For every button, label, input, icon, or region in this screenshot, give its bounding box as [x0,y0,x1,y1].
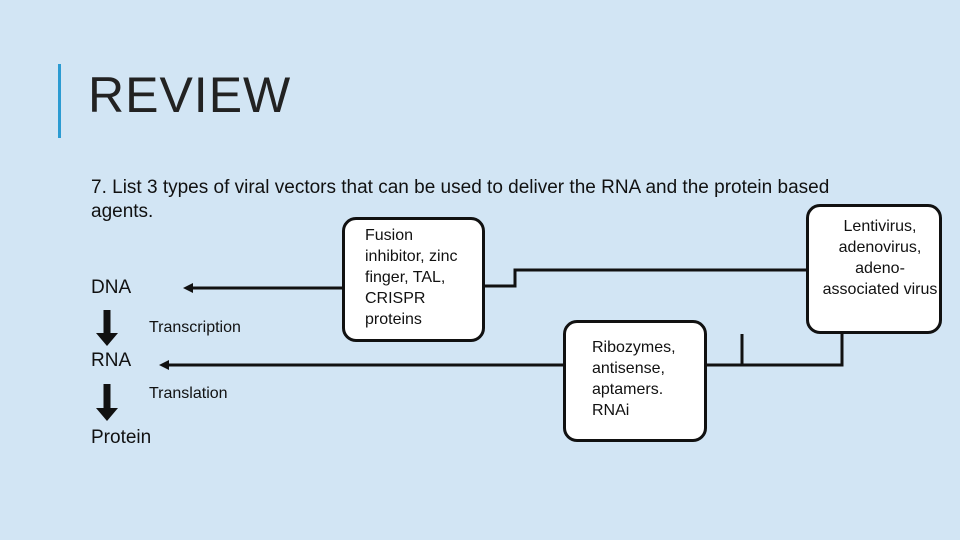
vectors-to-fusion-connector [485,268,806,288]
dna-to-rna-arrowhead [96,333,118,346]
rna-to-protein-arrowhead [96,408,118,421]
translation-label: Translation [149,385,228,402]
review-question: 7. List 3 types of viral vectors that ca… [91,177,830,222]
slide-title: REVIEW [88,67,292,123]
title-accent-bar [58,64,61,138]
protein-label: Protein [91,427,152,448]
dna-label: DNA [91,277,132,298]
rna-label: RNA [91,350,132,371]
fusion-inhibitor-box: Fusion inhibitor, zinc finger, TAL, CRIS… [342,217,485,342]
transcription-label: Transcription [149,319,241,336]
ribozymes-box: Ribozymes, antisense, aptamers. RNAi [563,320,707,442]
vectors-to-ribozymes-connector [707,334,844,367]
viral-vectors-box: Lentivirus, adenovirus, adeno-associated… [806,204,942,334]
